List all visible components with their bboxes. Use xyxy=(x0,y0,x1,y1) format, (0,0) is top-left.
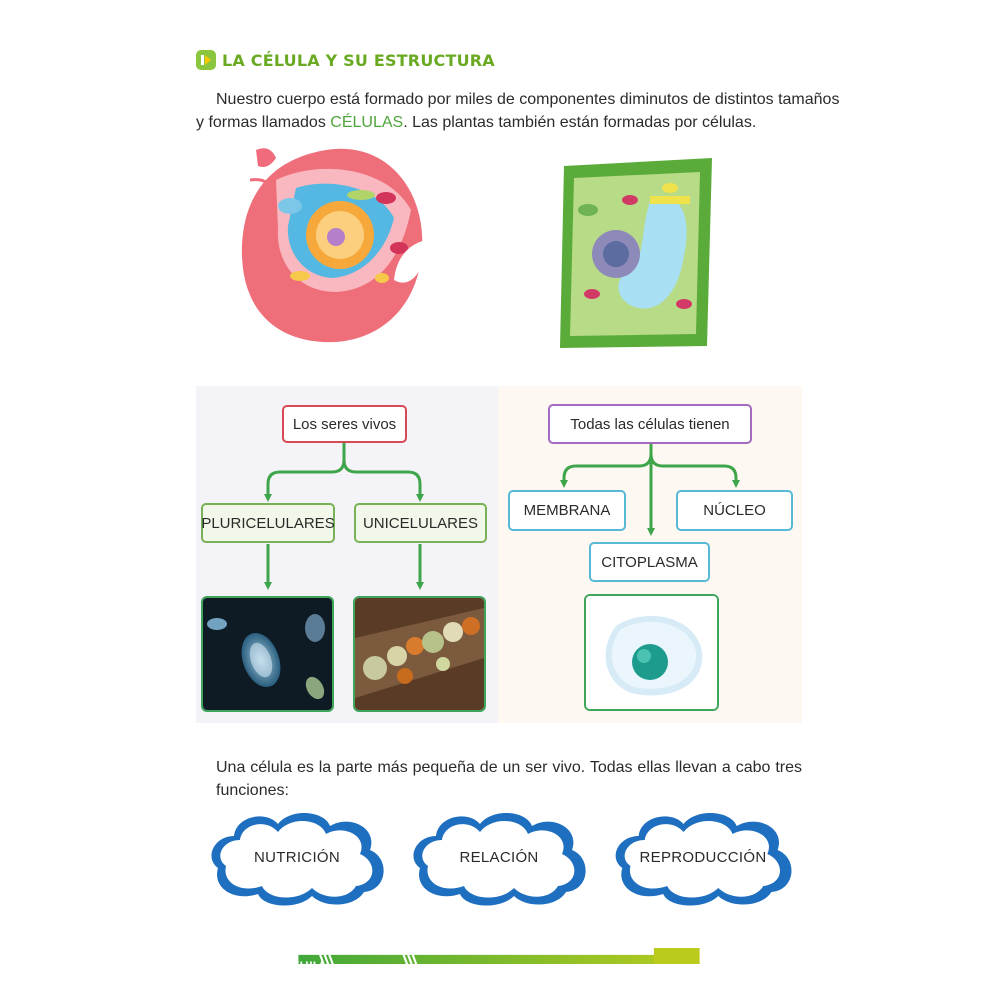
footer-unit-label: UNIDAD 1. LA CÉLULA xyxy=(212,961,326,971)
box-citoplasma: CITOPLASMA xyxy=(589,542,710,582)
cell-3d-photo xyxy=(584,594,719,711)
function-reproduccion: REPRODUCCIÓN xyxy=(639,849,767,866)
function-relacion: RELACIÓN xyxy=(459,849,539,866)
plant-cell-illustration xyxy=(560,158,712,348)
box-unicelulares: UNICELULARES xyxy=(354,503,487,543)
highlight-celulas: CÉLULAS xyxy=(330,114,404,131)
box-nucleo: NÚCLEO xyxy=(676,490,793,531)
box-pluricelulares: PLURICELULARES xyxy=(201,503,335,543)
animal-cell-illustration xyxy=(241,148,426,343)
lichen-branch-photo xyxy=(353,596,486,712)
microorganism-photo xyxy=(201,596,334,712)
root-living-beings: Los seres vivos xyxy=(282,405,407,443)
cloud-nutricion: NUTRICIÓN xyxy=(204,806,390,910)
cloud-reproduccion: REPRODUCCIÓN xyxy=(608,806,798,910)
diagram-arrows xyxy=(264,442,740,590)
root-all-cells: Todas las células tienen xyxy=(548,404,752,444)
functions-paragraph: Una célula es la parte más pequeña de un… xyxy=(196,756,802,802)
function-nutricion: NUTRICIÓN xyxy=(253,849,341,866)
intro-line-2-end: . Las plantas también están formadas por… xyxy=(403,114,757,131)
section-title: LA CÉLULA Y SU ESTRUCTURA xyxy=(222,50,495,70)
section-heading: LA CÉLULA Y SU ESTRUCTURA xyxy=(196,50,495,70)
footer-bar xyxy=(298,948,700,964)
intro-line-1: Nuestro cuerpo está formado por miles de… xyxy=(216,91,840,108)
cloud-relacion: RELACIÓN xyxy=(406,806,592,910)
functions-text: Una célula es la parte más pequeña de un… xyxy=(216,759,802,799)
page-number: 5 xyxy=(790,955,799,969)
book-badge-icon xyxy=(196,50,216,70)
intro-line-2: y formas llamados CÉLULAS. Las plantas t… xyxy=(196,111,806,134)
box-membrana: MEMBRANA xyxy=(508,490,626,531)
intro-paragraph: Nuestro cuerpo está formado por miles de… xyxy=(196,88,840,134)
intro-line-2-start: y formas llamados xyxy=(196,114,331,131)
